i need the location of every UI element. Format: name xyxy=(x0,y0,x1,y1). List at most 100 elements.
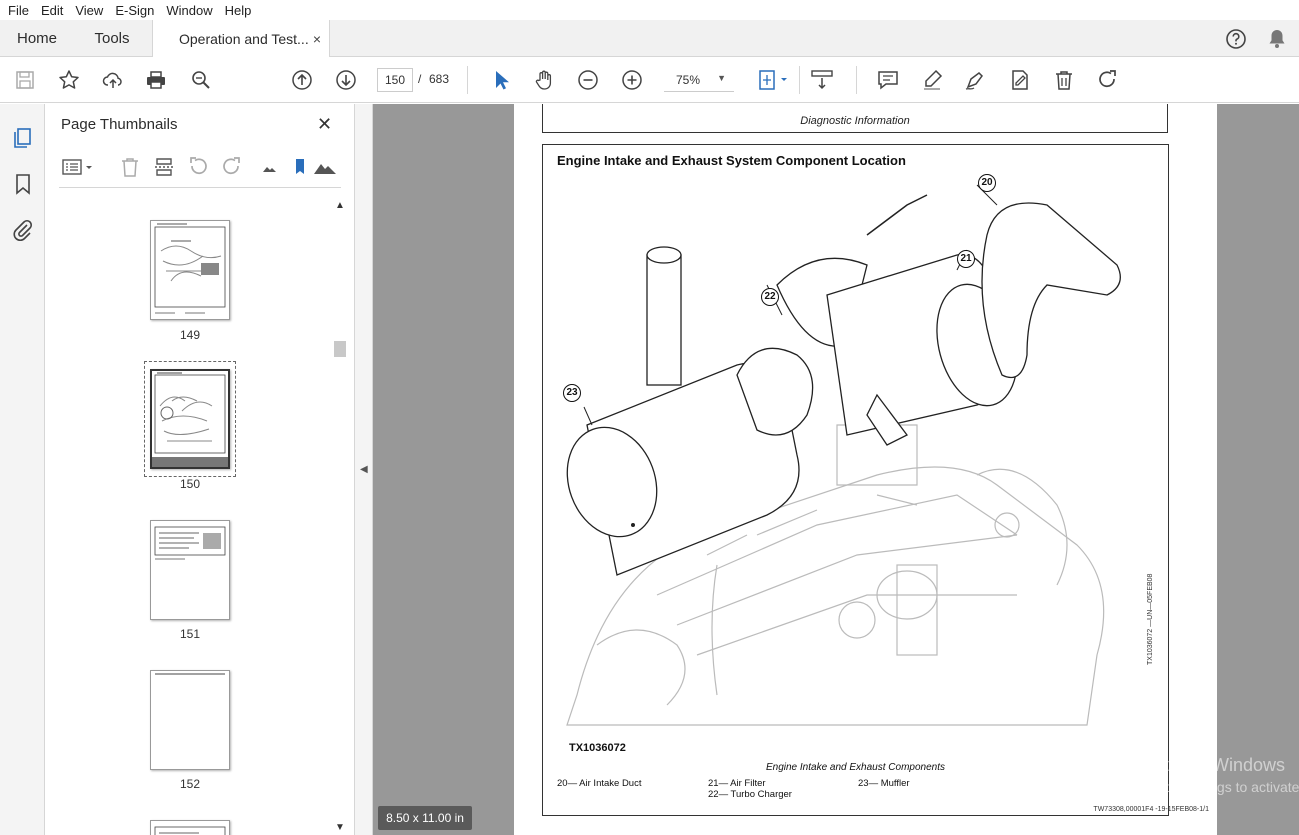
notification-bell-icon[interactable] xyxy=(1267,28,1287,53)
legend-line: 22— Turbo Charger xyxy=(708,789,792,800)
draw-pen-icon[interactable] xyxy=(963,68,987,92)
legend-item: 23— Muffler xyxy=(858,778,910,789)
small-thumbnails-icon[interactable] xyxy=(259,156,281,178)
zoom-value: 75% xyxy=(676,73,701,87)
scroll-mode-icon[interactable] xyxy=(810,68,834,92)
scroll-down-icon[interactable]: ▼ xyxy=(335,822,345,833)
previous-page-icon[interactable] xyxy=(290,68,314,92)
footer-code: TW73308,00001F4 -19-15FEB08-1/1 xyxy=(1093,806,1209,813)
thumbnail-page[interactable] xyxy=(150,670,230,770)
toolbar-divider xyxy=(799,66,800,94)
close-panel-icon[interactable]: ✕ xyxy=(317,114,333,134)
panel-collapse-handle[interactable]: ◀ xyxy=(355,104,373,835)
document-page: Diagnostic Information Engine Intake and… xyxy=(514,104,1217,835)
legend-item: 20— Air Intake Duct xyxy=(557,778,642,789)
star-icon[interactable] xyxy=(57,68,81,92)
figure-box: Engine Intake and Exhaust System Compone… xyxy=(542,144,1169,816)
scroll-up-icon[interactable]: ▲ xyxy=(335,200,345,211)
callout-23: 23 xyxy=(563,384,581,402)
rotate-ccw-icon[interactable] xyxy=(187,156,209,178)
large-thumbnails-icon[interactable] xyxy=(313,156,336,178)
rotate-cw-icon[interactable] xyxy=(221,156,243,178)
toolbar-divider xyxy=(467,66,468,94)
comment-icon[interactable] xyxy=(876,68,900,92)
figure-title: Engine Intake and Exhaust System Compone… xyxy=(557,153,906,168)
page-separator: / xyxy=(418,72,422,86)
side-figure-code: TX1036072 —UN—05FEB08 xyxy=(1147,573,1154,665)
callout-22: 22 xyxy=(761,288,779,306)
thumbnail-label: 149 xyxy=(179,328,201,342)
thumbnail-page[interactable] xyxy=(150,520,230,620)
watermark-line: Activate Windows xyxy=(1143,755,1286,775)
tab-bar: Home Tools Operation and Test... × xyxy=(0,20,1299,58)
thumbnail-list: 149 150 151 xyxy=(59,196,333,835)
menu-file[interactable]: File xyxy=(8,2,29,18)
menu-bar: File Edit View E-Sign Window Help xyxy=(0,0,1299,20)
thumbnail-page-selected[interactable] xyxy=(150,369,230,469)
menu-esign[interactable]: E-Sign xyxy=(115,2,155,18)
thumbnail-label: 150 xyxy=(179,477,201,491)
thumbnail-scrollbar[interactable]: ▲ ▼ xyxy=(333,196,347,835)
page-size-indicator: 8.50 x 11.00 in xyxy=(378,806,472,830)
upload-cloud-icon[interactable] xyxy=(101,68,125,92)
legend-item: 21— Air Filter 22— Turbo Charger xyxy=(708,778,792,800)
tab-document[interactable]: Operation and Test... × xyxy=(152,20,330,58)
thumbnail-page[interactable] xyxy=(150,820,230,835)
attachment-paperclip-icon[interactable] xyxy=(11,218,35,242)
document-viewport[interactable]: Diagnostic Information Engine Intake and… xyxy=(373,104,1299,835)
select-cursor-icon[interactable] xyxy=(489,68,513,92)
scrollbar-thumb[interactable] xyxy=(334,341,346,357)
toolbar-divider xyxy=(856,66,857,94)
callout-20: 20 xyxy=(978,174,996,192)
figure-caption: Engine Intake and Exhaust Components xyxy=(765,762,945,773)
delete-trash-icon[interactable] xyxy=(1052,68,1076,92)
panel-title: Page Thumbnails xyxy=(61,116,178,133)
zoom-level-select[interactable]: 75% ▼ xyxy=(664,68,734,92)
thumbnail-label: 152 xyxy=(179,777,201,791)
thumbnail-selection-frame xyxy=(144,361,236,477)
header-caption: Diagnostic Information xyxy=(800,115,910,127)
chevron-down-icon: ▼ xyxy=(717,73,726,83)
bookmark-marker-icon[interactable] xyxy=(289,156,311,178)
delete-page-icon[interactable] xyxy=(119,156,141,178)
page-thumbnails-panel: Page Thumbnails ✕ xyxy=(45,104,355,835)
insert-page-icon[interactable] xyxy=(153,156,175,178)
watermark-line: Go to Settings to activate xyxy=(1143,779,1299,795)
callout-21: 21 xyxy=(957,250,975,268)
zoom-out-icon[interactable] xyxy=(576,68,600,92)
hand-tool-icon[interactable] xyxy=(532,68,556,92)
page-number-input[interactable]: 150 xyxy=(377,68,413,92)
highlight-pen-icon[interactable] xyxy=(920,68,944,92)
chevron-left-icon: ◀ xyxy=(360,464,368,475)
menu-window[interactable]: Window xyxy=(166,2,213,18)
save-icon[interactable] xyxy=(13,68,37,92)
toolbar xyxy=(0,57,1299,103)
tab-tools[interactable]: Tools xyxy=(94,30,130,47)
page-thumbnails-icon[interactable] xyxy=(11,126,35,150)
zoom-search-icon[interactable] xyxy=(189,68,213,92)
thumbnail-label: 151 xyxy=(179,627,201,641)
zoom-in-icon[interactable] xyxy=(620,68,644,92)
menu-view[interactable]: View xyxy=(75,2,104,18)
activate-windows-watermark: Activate Windows Go to Settings to activ… xyxy=(1143,754,1299,798)
menu-edit[interactable]: Edit xyxy=(40,2,64,18)
thumbnail-toolbar xyxy=(59,148,341,188)
next-page-icon[interactable] xyxy=(334,68,358,92)
tab-home[interactable]: Home xyxy=(16,30,57,47)
engine-illustration xyxy=(566,184,1121,726)
total-pages: 683 xyxy=(429,72,450,86)
tab-document-label: Operation and Test... xyxy=(179,31,309,47)
print-icon[interactable] xyxy=(144,68,168,92)
legend-line: 21— Air Filter xyxy=(708,778,766,789)
close-tab-icon[interactable]: × xyxy=(312,31,321,47)
navigation-rail xyxy=(0,104,45,835)
edit-text-icon[interactable] xyxy=(1008,68,1032,92)
redo-icon[interactable] xyxy=(1096,68,1120,92)
thumbnail-options-icon[interactable] xyxy=(61,156,95,178)
bookmark-icon[interactable] xyxy=(11,172,35,196)
figure-id: TX1036072 xyxy=(569,742,626,754)
fit-page-icon[interactable] xyxy=(757,68,791,92)
thumbnail-page[interactable] xyxy=(150,220,230,320)
menu-help[interactable]: Help xyxy=(224,2,252,18)
help-icon[interactable] xyxy=(1225,28,1247,53)
